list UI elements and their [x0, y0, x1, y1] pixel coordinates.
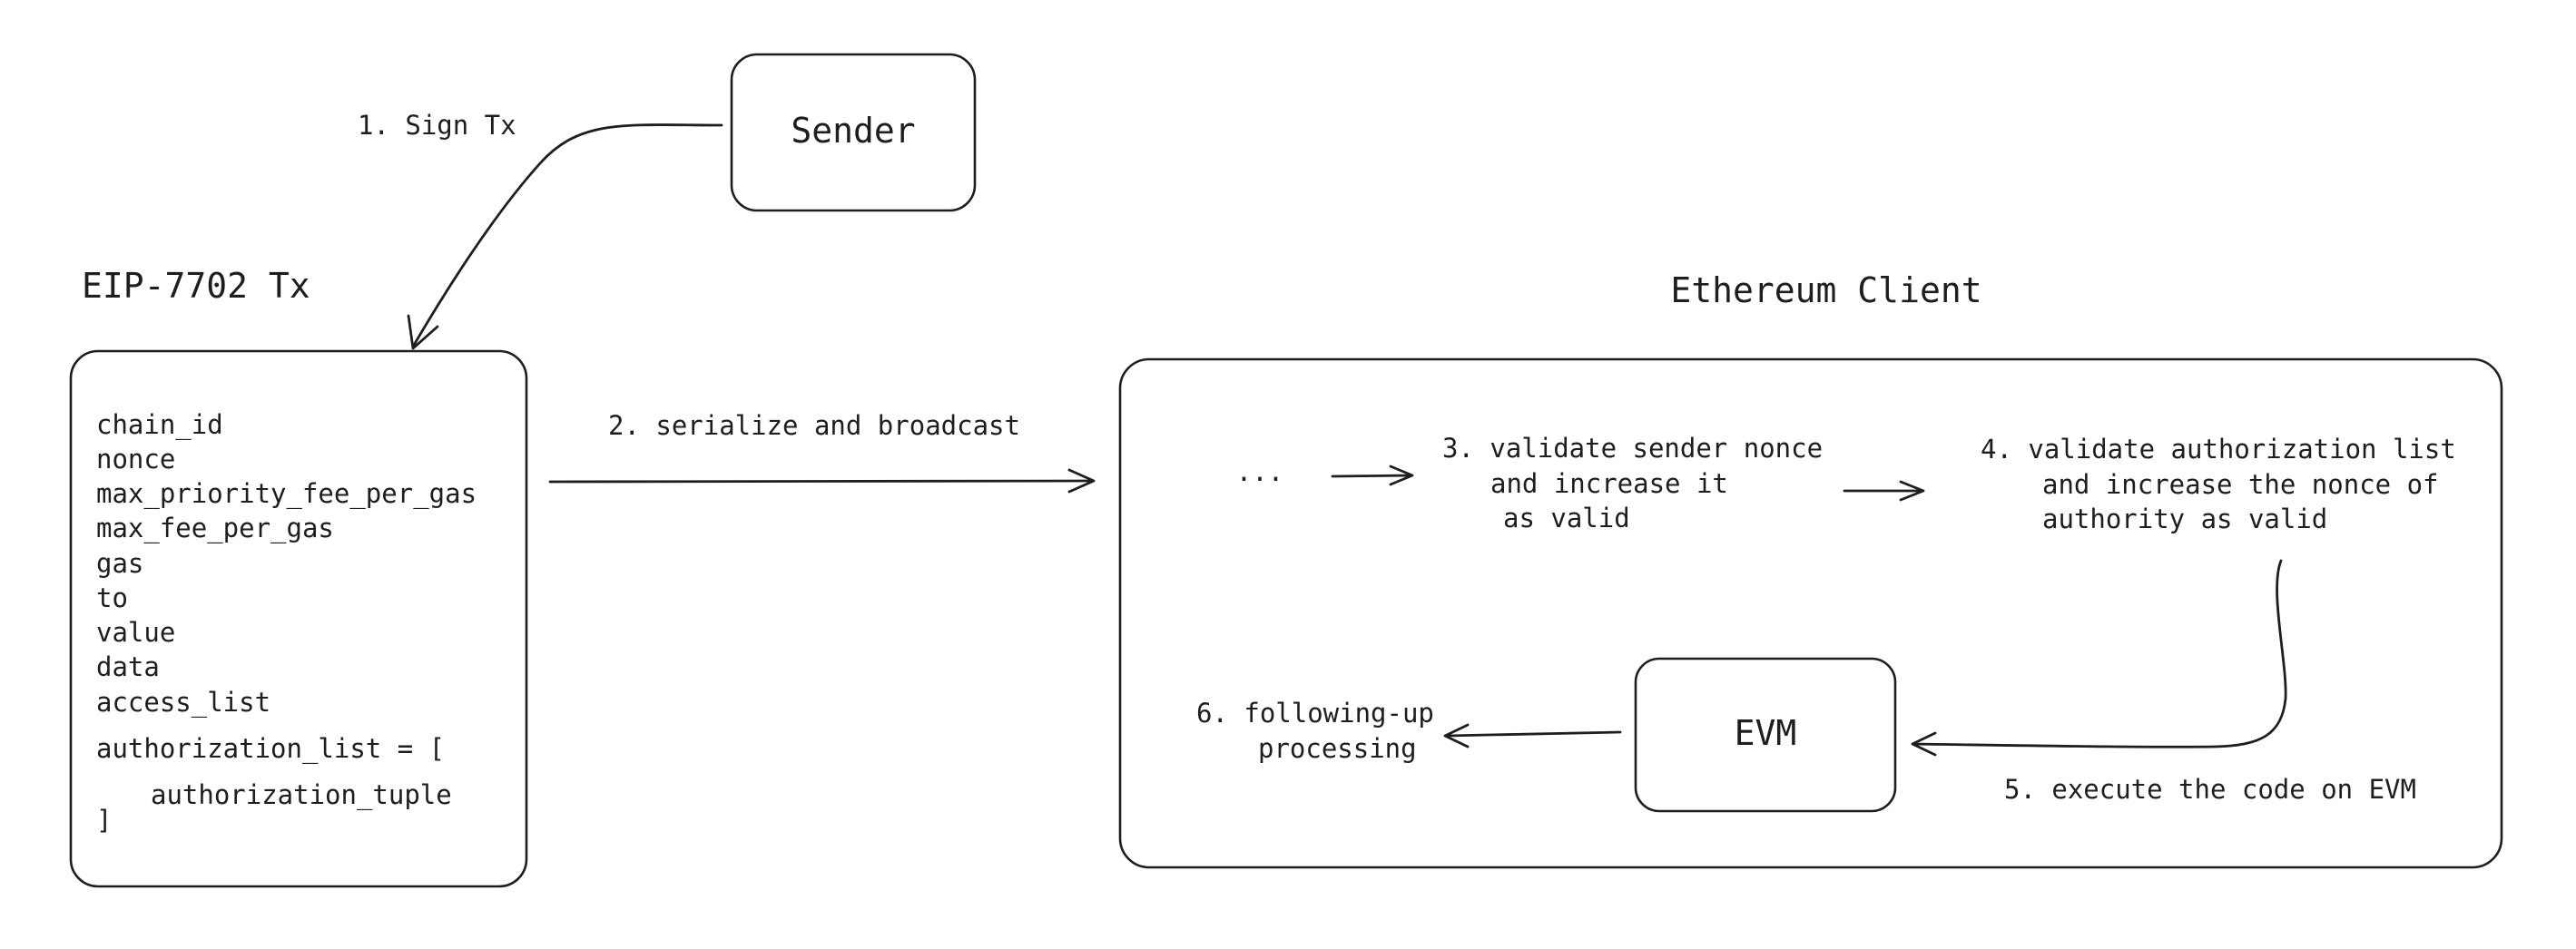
- arrow-broadcast: [548, 468, 1096, 494]
- tx-auth-open: authorization_list = [: [96, 733, 445, 765]
- step-4-line: 4. validate authorization list: [1981, 434, 2456, 465]
- step-4-line: authority as valid: [2042, 504, 2327, 534]
- evm-node: EVM: [1634, 657, 1897, 813]
- step-1-label: 1. Sign Tx: [358, 110, 516, 141]
- arrow-to-step-3: [1331, 465, 1414, 486]
- step-3-line: 3. validate sender nonce: [1442, 433, 1823, 464]
- sender-node: Sender: [730, 53, 977, 212]
- step-3-line: as valid: [1503, 503, 1630, 533]
- tx-field: nonce: [96, 444, 175, 474]
- arrow-following-up: [1443, 723, 1622, 748]
- ellipsis-label: ...: [1236, 456, 1283, 487]
- tx-title: EIP-7702 Tx: [82, 266, 310, 306]
- client-box: [1118, 357, 2503, 869]
- tx-field: value: [96, 617, 175, 648]
- arrow-sign-tx: [407, 123, 723, 350]
- tx-field: gas: [96, 548, 143, 579]
- tx-field: data: [96, 651, 160, 682]
- tx-field: max_fee_per_gas: [96, 513, 334, 544]
- tx-field: to: [96, 582, 128, 613]
- sender-box: [730, 53, 977, 212]
- step-3-text: 3. validate sender nonce and increase it…: [1442, 433, 1823, 533]
- step-4-text: 4. validate authorization list and incre…: [1981, 434, 2456, 534]
- step-6-line: processing: [1258, 733, 1417, 764]
- step-3-line: and increase it: [1490, 468, 1728, 499]
- sender-label: Sender: [791, 111, 915, 151]
- arrow-to-step-4: [1843, 480, 1925, 502]
- tx-field: access_list: [96, 687, 270, 719]
- tx-auth-item: authorization_tuple: [151, 779, 452, 811]
- step-6-text: 6. following-up processing: [1196, 698, 1434, 764]
- step-4-line: and increase the nonce of: [2042, 469, 2439, 500]
- tx-auth-close: ]: [96, 805, 112, 836]
- evm-box: [1634, 657, 1897, 813]
- evm-label: EVM: [1735, 713, 1797, 753]
- tx-box: [69, 349, 528, 888]
- tx-field: max_priority_fee_per_gas: [96, 478, 477, 510]
- step-6-line: 6. following-up: [1196, 698, 1434, 729]
- arrow-execute: [1911, 559, 2287, 757]
- tx-fields: chain_id nonce max_priority_fee_per_gas …: [96, 409, 477, 836]
- step-5-label: 5. execute the code on EVM: [2004, 774, 2416, 805]
- step-2-label: 2. serialize and broadcast: [608, 410, 1020, 441]
- client-title: Ethereum Client: [1670, 270, 1981, 310]
- tx-field: chain_id: [96, 409, 223, 441]
